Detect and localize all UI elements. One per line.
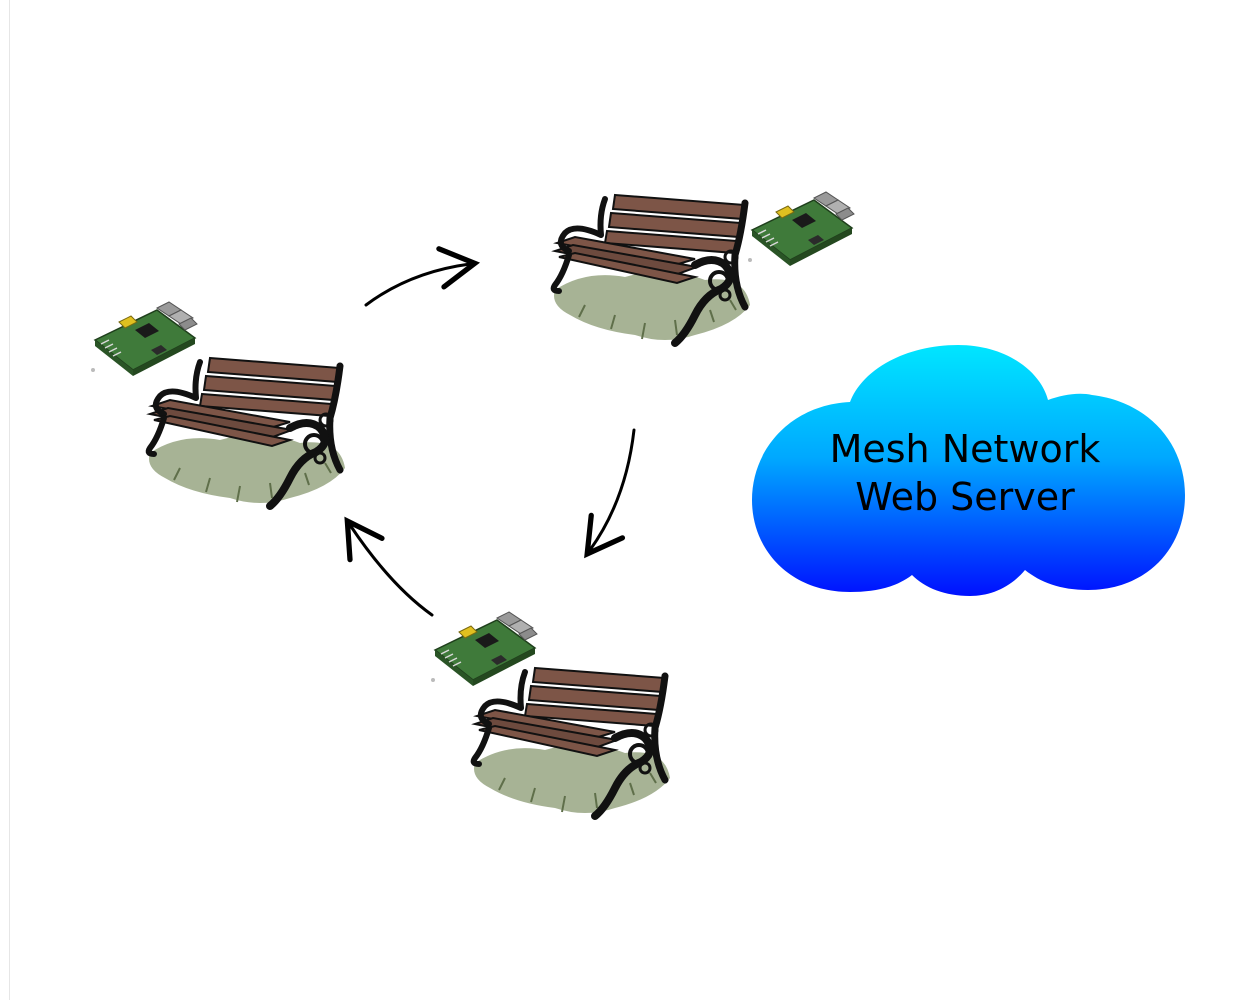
- arrow-left-to-top: [364, 246, 481, 307]
- cloud-label: Mesh Network Web Server: [800, 425, 1130, 521]
- arrow-top-to-bottom: [584, 428, 636, 559]
- arrow-bottom-to-left: [344, 516, 434, 617]
- raspberry-pi-board-icon: [747, 191, 855, 267]
- park-bench-icon: [474, 668, 670, 816]
- park-bench-icon: [554, 195, 750, 343]
- node-left: [90, 301, 345, 506]
- node-top: [554, 191, 855, 343]
- park-bench-icon: [149, 358, 345, 506]
- cloud-label-line1: Mesh Network: [829, 427, 1101, 471]
- cloud-shape: [752, 345, 1185, 596]
- cloud-label-line2: Web Server: [855, 475, 1075, 519]
- node-bottom: [430, 611, 670, 816]
- page-edge-rule: [9, 0, 10, 1000]
- raspberry-pi-board-icon: [90, 301, 198, 377]
